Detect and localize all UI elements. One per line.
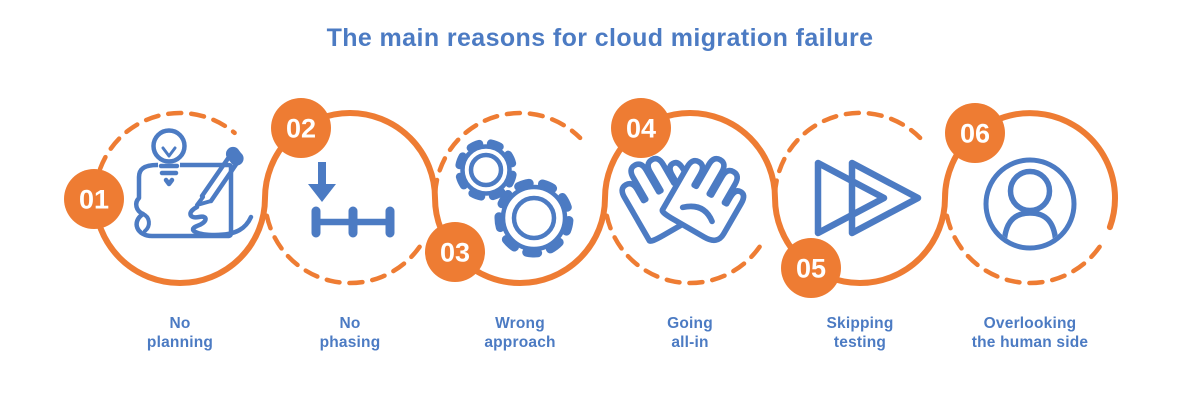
timeline-phasing-icon — [308, 162, 395, 238]
blueprint-plan-icon — [133, 128, 254, 239]
person-icon — [983, 157, 1077, 251]
step-number-3: 03 — [440, 238, 470, 268]
step-number-5: 05 — [796, 254, 826, 284]
dashed-arc-step6 — [944, 210, 1102, 286]
hands-icon — [613, 145, 755, 244]
step-number-1: 01 — [79, 185, 109, 215]
step-number-badge-5: 05 — [781, 238, 841, 298]
solid-chain-line — [92, 110, 1118, 286]
step-number-badge-4: 04 — [611, 98, 671, 158]
fast-forward-icon — [814, 159, 922, 237]
gears-icon — [455, 139, 574, 258]
page-title: The main reasons for cloud migration fai… — [326, 24, 874, 52]
step-number-badge-1: 01 — [64, 169, 124, 229]
dashed-arc-step2 — [263, 207, 422, 286]
step-number-badge-3: 03 — [425, 222, 485, 282]
dashed-arc-step1 — [97, 110, 237, 172]
step-number-badge-6: 06 — [945, 103, 1005, 163]
step-number-4: 04 — [626, 114, 656, 144]
dashed-arc-step4 — [603, 207, 762, 286]
step-number-6: 06 — [960, 119, 990, 149]
step-number-badge-2: 02 — [271, 98, 331, 158]
step-number-2: 02 — [286, 114, 316, 144]
